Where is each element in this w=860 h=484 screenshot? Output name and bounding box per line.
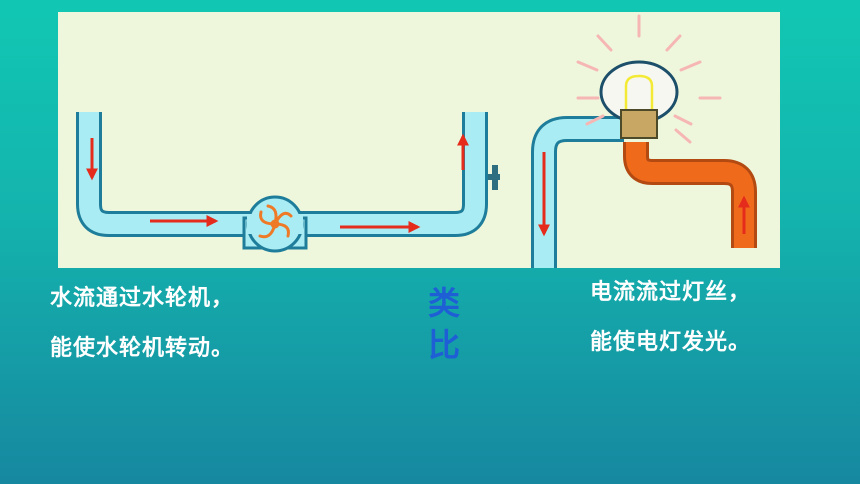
- turbine-blades-icon: [258, 204, 293, 239]
- valve-handle-icon: [488, 165, 500, 190]
- hot-wire: [623, 142, 757, 248]
- water-flow-arrows: [86, 133, 469, 233]
- analogy-label-char-1: 类: [428, 284, 461, 322]
- water-caption-line-2: 能使水轮机转动。: [50, 336, 235, 361]
- figure-panel: [58, 12, 780, 268]
- water-turbine: [242, 195, 308, 253]
- light-bulb-icon: [576, 14, 722, 144]
- analogy-label-char-2: 比: [428, 326, 461, 364]
- water-caption-line-1: 水流通过水轮机，: [50, 286, 235, 311]
- glow-rays: [576, 14, 722, 144]
- electric-caption-line-2: 能使电灯发光。: [590, 330, 752, 355]
- electric-caption-line-1: 电流流过灯丝，: [590, 280, 752, 305]
- analogy-diagram: [76, 14, 757, 268]
- cold-wire: [531, 116, 624, 268]
